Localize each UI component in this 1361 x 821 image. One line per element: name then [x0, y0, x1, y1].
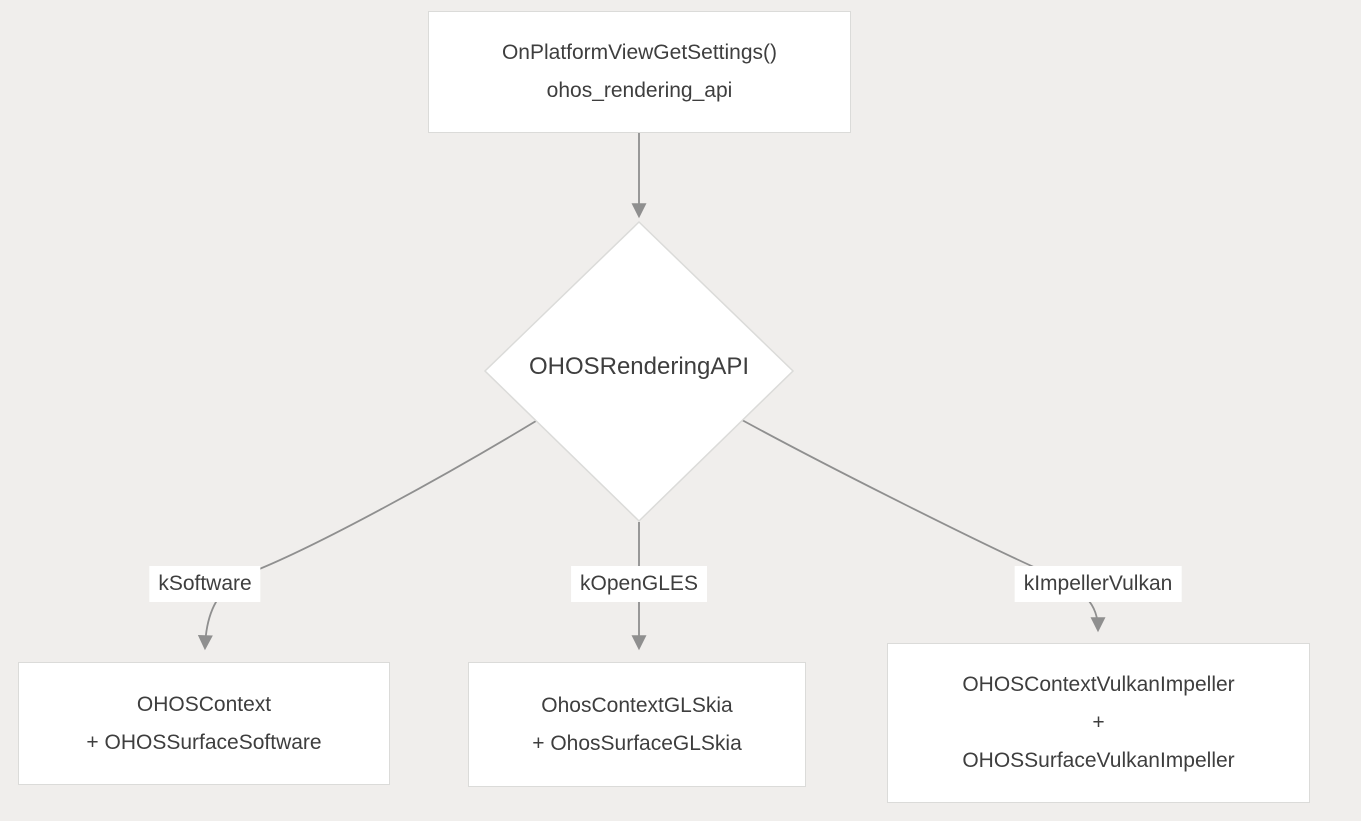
decision-diamond-shape	[483, 220, 795, 523]
node-result-vulkan: OHOSContextVulkanImpeller + OHOSSurfaceV…	[887, 643, 1310, 803]
node-result-glskia-line1: OhosContextGLSkia	[541, 693, 733, 717]
node-result-glskia: OhosContextGLSkia + OhosSurfaceGLSkia	[468, 662, 806, 787]
node-decision-label: OHOSRenderingAPI	[528, 353, 750, 380]
node-result-software-line1: OHOSContext	[136, 692, 272, 716]
node-result-glskia-line2: + OhosSurfaceGLSkia	[532, 731, 742, 755]
edge-label-kopengles: kOpenGLES	[571, 566, 707, 602]
edge-label-ksoftware: kSoftware	[149, 566, 261, 602]
node-result-vulkan-line2: +	[1092, 711, 1105, 734]
node-start-line2: ohos_rendering_api	[546, 79, 733, 102]
edge-label-kimpellervulkan: kImpellerVulkan	[1014, 566, 1182, 602]
node-result-vulkan-line3: OHOSSurfaceVulkanImpeller	[962, 749, 1235, 772]
node-result-vulkan-line1: OHOSContextVulkanImpeller	[962, 673, 1235, 696]
node-result-software: OHOSContext + OHOSSurfaceSoftware	[18, 662, 390, 785]
node-start-line1: OnPlatformViewGetSettings()	[501, 41, 778, 64]
edge-decision-to-software	[197, 420, 537, 651]
node-start: OnPlatformViewGetSettings() ohos_renderi…	[428, 11, 851, 133]
node-result-software-line2: + OHOSSurfaceSoftware	[86, 730, 322, 754]
